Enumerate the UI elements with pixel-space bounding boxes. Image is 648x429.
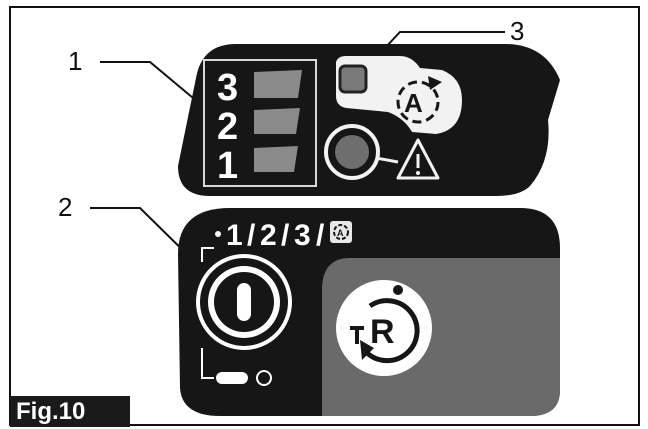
callout-2-number: 2 xyxy=(58,192,72,222)
sequence-step-1: 1 xyxy=(226,219,243,252)
level-label-1: 1 xyxy=(217,145,238,187)
sequence-step-3: 3 xyxy=(294,219,311,252)
level-bar-2 xyxy=(254,108,300,134)
warning-connector xyxy=(375,156,399,164)
figure-label: Fig.10 xyxy=(10,396,130,427)
level-label-2: 2 xyxy=(217,106,238,148)
sequence-separator-1: / xyxy=(247,219,256,252)
level-indicator-box xyxy=(203,59,317,187)
level-label-3: 3 xyxy=(217,67,238,109)
off-lamp xyxy=(256,370,272,386)
callout-1-number: 1 xyxy=(68,46,82,76)
warning-triangle-icon xyxy=(396,138,440,180)
power-button-icon xyxy=(237,283,251,321)
sequence-separator-2: / xyxy=(281,219,290,252)
svg-text:A: A xyxy=(337,228,344,238)
callout-1-leader xyxy=(100,61,206,109)
auto-mode-icon: A xyxy=(396,76,442,124)
sequence-separator-3: / xyxy=(316,219,325,252)
reverse-rotation-icon: R xyxy=(350,285,420,364)
sequence-auto-icon: A xyxy=(330,221,352,243)
sequence-step-2: 2 xyxy=(260,219,277,252)
guide-top xyxy=(201,247,214,262)
indicator-lamp-center xyxy=(335,135,369,169)
guide-bottom xyxy=(201,348,214,379)
off-indicator xyxy=(216,372,248,384)
level-bar-1 xyxy=(254,146,298,172)
power-button[interactable] xyxy=(196,254,292,350)
callout-3-number: 3 xyxy=(510,16,524,46)
status-lamp xyxy=(338,64,368,94)
svg-text:R: R xyxy=(370,313,395,351)
sequence-dot xyxy=(215,231,221,237)
level-bar-3 xyxy=(254,70,302,98)
svg-text:A: A xyxy=(404,88,423,118)
reverse-button[interactable]: R xyxy=(336,280,432,376)
